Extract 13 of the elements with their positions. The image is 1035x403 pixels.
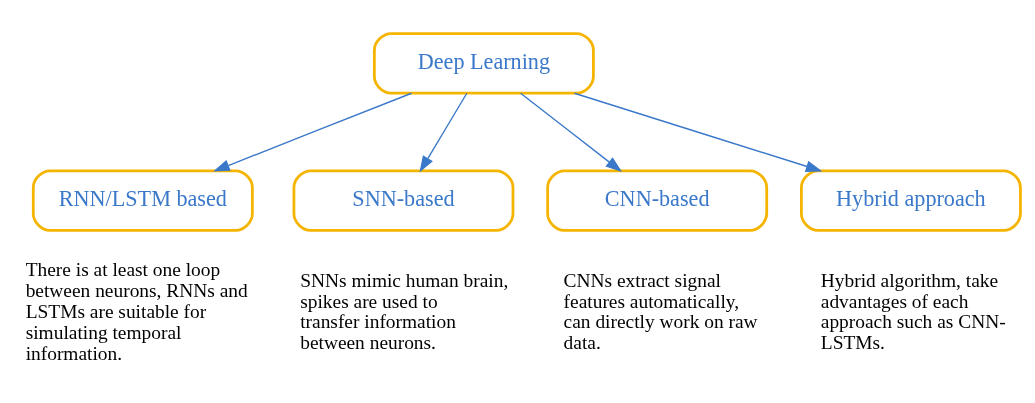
node-box: Deep Learning [372,31,595,95]
node-box: SNN-based [292,168,515,232]
arrow [213,92,413,172]
arrow [519,92,623,172]
node-label: CNNs extract signal features automatically, can directly work on raw data. [563,269,758,353]
arrow [419,92,468,173]
node-box: RNN/LSTM based [31,168,254,232]
node-label: Hybrid algorithm, take advantages of each approach such as CNN-LSTMs. [820,269,1006,353]
arrow [573,92,823,172]
node-box: CNN-based [546,168,769,232]
node-label: SNNs mimic human brain, spikes are used to transfer information between neurons. [300,269,509,353]
node-label: There is at least one loop between neurons, RNNs and LSTMs are suitable for simulating temporal information. [25,258,248,364]
node-box: Hybrid approach [800,168,1022,232]
